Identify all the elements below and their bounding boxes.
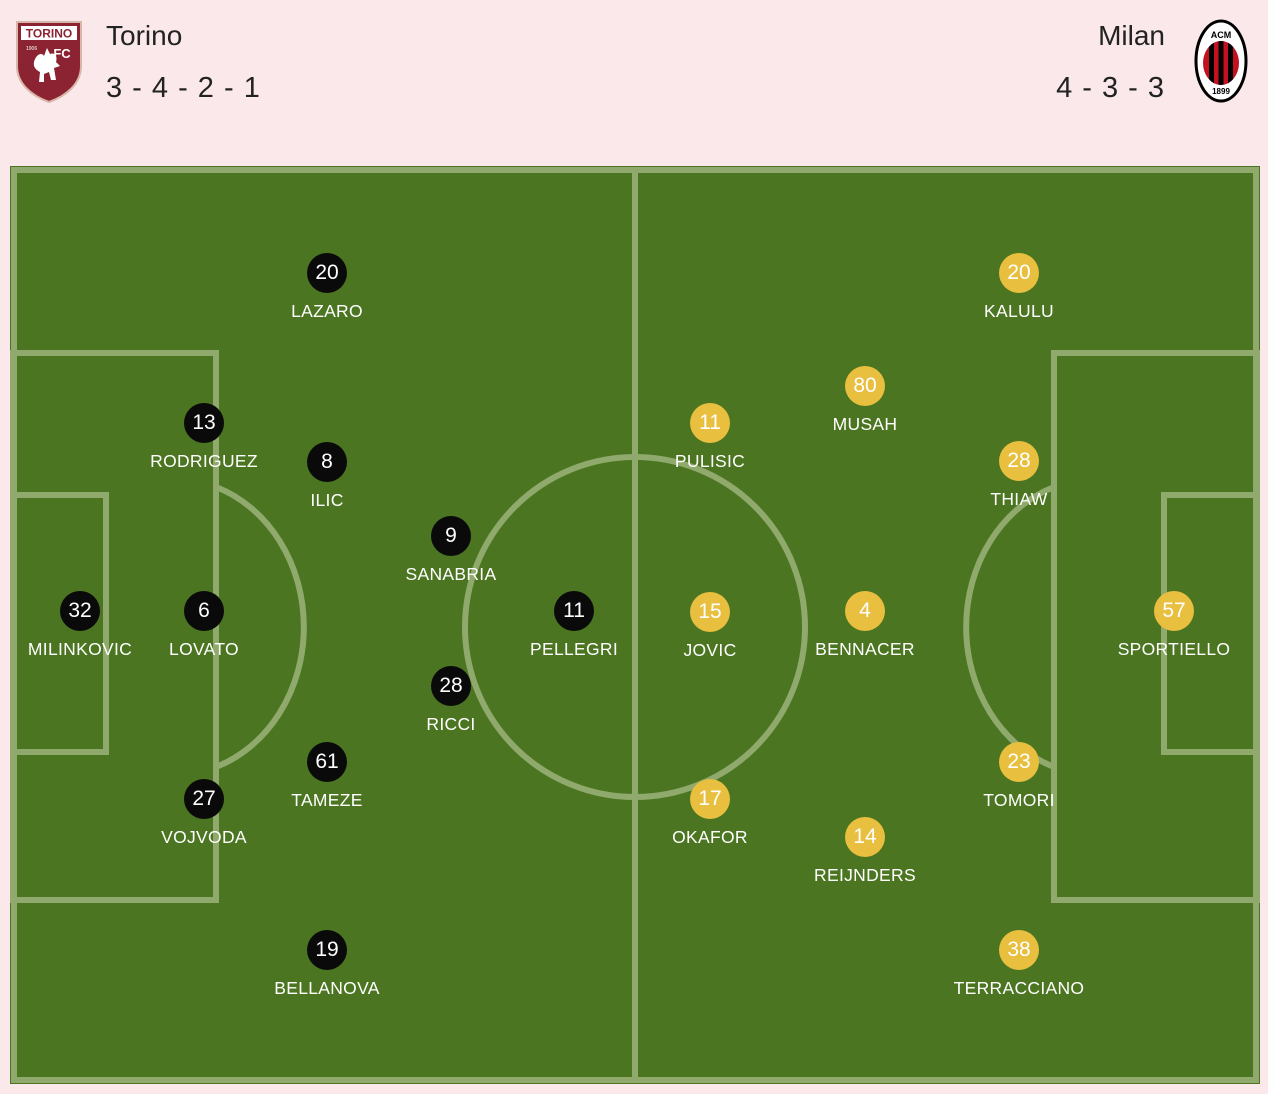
player-home-bellanova[interactable]: 19 BELLANOVA (247, 930, 407, 999)
player-name: LOVATO (169, 639, 239, 659)
player-number: 38 (999, 930, 1039, 970)
player-name: LAZARO (291, 301, 363, 321)
player-number: 8 (307, 442, 347, 482)
player-name: MILINKOVIC (27, 639, 133, 659)
player-number: 27 (184, 779, 224, 819)
player-number: 20 (999, 253, 1039, 293)
player-name: RICCI (426, 714, 476, 734)
match-header: TORINO 1906 FC Torino 3 - 4 - 2 - 1 Mila… (0, 0, 1268, 160)
player-name: JOVIC (683, 640, 737, 660)
player-home-pellegri[interactable]: 11 PELLEGRI (494, 591, 654, 660)
player-name: RODRIGUEZ (150, 451, 258, 471)
player-home-lazaro[interactable]: 20 LAZARO (247, 253, 407, 322)
player-name: KALULU (984, 301, 1054, 321)
player-name: MUSAH (832, 414, 898, 434)
pitch: 32 MILINKOVIC 6 LOVATO 13 RODRIGUEZ 27 V… (10, 166, 1260, 1084)
player-away-terracciano[interactable]: 38 TERRACCIANO (939, 930, 1099, 999)
milan-crest-icon: ACM 1899 (1194, 19, 1248, 103)
player-number: 80 (845, 366, 885, 406)
player-number: 19 (307, 930, 347, 970)
player-home-ilic[interactable]: 8 ILIC (247, 442, 407, 511)
player-away-pulisic[interactable]: 11 PULISIC (630, 403, 790, 472)
player-name: VOJVODA (161, 827, 247, 847)
player-away-reijnders[interactable]: 14 REIJNDERS (785, 817, 945, 886)
player-name: BENNACER (815, 639, 915, 659)
player-number: 61 (307, 742, 347, 782)
player-number: 28 (431, 666, 471, 706)
crest-home-text: TORINO (26, 27, 72, 41)
player-number: 6 (184, 591, 224, 631)
player-away-thiaw[interactable]: 28 THIAW (939, 441, 1099, 510)
player-away-tomori[interactable]: 23 TOMORI (939, 742, 1099, 811)
player-number: 17 (690, 779, 730, 819)
player-home-tameze[interactable]: 61 TAMEZE (247, 742, 407, 811)
player-name: SANABRIA (405, 564, 497, 584)
player-number: 11 (690, 403, 730, 443)
player-number: 57 (1154, 591, 1194, 631)
home-formation: 3 - 4 - 2 - 1 (106, 72, 261, 104)
player-number: 4 (845, 591, 885, 631)
player-away-musah[interactable]: 80 MUSAH (785, 366, 945, 435)
right-penalty-arc (963, 484, 1056, 770)
player-away-sportiello[interactable]: 57 SPORTIELLO (1094, 591, 1254, 660)
pitch-markings (10, 166, 1260, 1084)
crest-home-year: 1906 (26, 46, 37, 52)
player-name: BELLANOVA (274, 978, 380, 998)
player-number: 32 (60, 591, 100, 631)
away-team-name: Milan (1098, 20, 1165, 51)
player-name: TAMEZE (291, 790, 363, 810)
player-away-kalulu[interactable]: 20 KALULU (939, 253, 1099, 322)
player-number: 15 (690, 592, 730, 632)
player-home-lovato[interactable]: 6 LOVATO (124, 591, 284, 660)
crest-away-year: 1899 (1212, 87, 1230, 96)
right-penalty-area (1051, 350, 1260, 903)
left-penalty-arc (214, 484, 307, 770)
player-name: THIAW (990, 489, 1048, 509)
player-name: REIJNDERS (814, 865, 916, 885)
player-number: 9 (431, 516, 471, 556)
player-name: SPORTIELLO (1117, 639, 1231, 659)
home-team-name: Torino (106, 20, 183, 51)
player-name: TOMORI (983, 790, 1055, 810)
player-number: 28 (999, 441, 1039, 481)
player-away-jovic[interactable]: 15 JOVIC (630, 592, 790, 661)
player-home-sanabria[interactable]: 9 SANABRIA (371, 516, 531, 585)
crest-home-fc: FC (53, 46, 71, 61)
away-formation: 4 - 3 - 3 (1056, 72, 1165, 104)
player-number: 23 (999, 742, 1039, 782)
player-away-bennacer[interactable]: 4 BENNACER (785, 591, 945, 660)
crest-away-text: ACM (1211, 30, 1232, 40)
torino-crest-icon: TORINO 1906 FC (16, 21, 82, 104)
player-name: TERRACCIANO (953, 978, 1085, 998)
player-home-rodriguez[interactable]: 13 RODRIGUEZ (124, 403, 284, 472)
player-number: 11 (554, 591, 594, 631)
player-number: 13 (184, 403, 224, 443)
player-name: ILIC (310, 490, 344, 510)
player-name: PULISIC (674, 451, 746, 471)
player-away-okafor[interactable]: 17 OKAFOR (630, 779, 790, 848)
player-home-vojvoda[interactable]: 27 VOJVODA (124, 779, 284, 848)
center-circle (462, 454, 808, 800)
player-home-milinkovic[interactable]: 32 MILINKOVIC (0, 591, 160, 660)
left-goal-area (10, 492, 109, 755)
player-name: OKAFOR (672, 827, 748, 847)
player-number: 20 (307, 253, 347, 293)
player-name: PELLEGRI (530, 639, 618, 659)
player-home-ricci[interactable]: 28 RICCI (371, 666, 531, 735)
player-number: 14 (845, 817, 885, 857)
